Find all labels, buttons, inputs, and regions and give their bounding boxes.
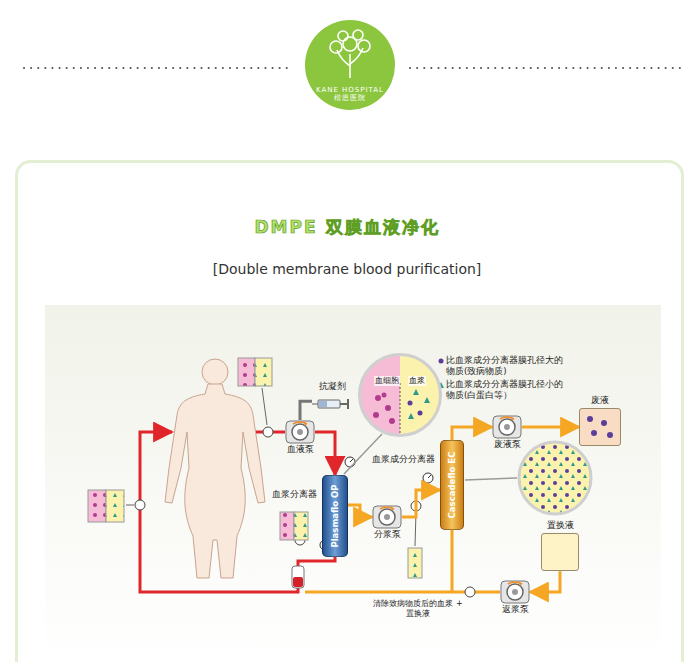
flow-line [300,401,312,420]
pump-label: 分浆泵 [374,529,401,540]
note-label: [Double membrane blood purification] [0,260,694,278]
logo-node: KANE HOSPITAL楷恩医院 [305,20,395,110]
magnified-label: 血浆 [408,376,426,386]
bag-node: 废液 [579,395,621,446]
filter-name: Plasmaflo OP [330,484,341,547]
bag-node: 置换液 [541,520,579,571]
magnified-label: 血细胞 [374,376,400,386]
logo-text: 楷恩医院 [334,94,366,102]
filter-name: Cascadeflo EC [447,452,458,519]
note-label: 比血浆成分分离器膜孔径大的物质(致病物质) [446,355,564,376]
fluid-bag [541,533,579,571]
flow-line [452,427,492,440]
filter-node: Cascadeflo EC血浆成分分离器 [440,440,464,530]
pump-label: 废液泵 [494,439,521,450]
bag-label: 置换液 [547,520,574,531]
filter-node: Plasmaflo OP血浆分离器 [322,475,348,557]
pump-symbol [285,420,315,444]
pump-symbol [492,415,522,439]
flow-line [522,426,579,429]
filter-column: Plasmaflo OP [322,475,348,557]
bag-label: 废液 [591,395,609,406]
filter-label: 血浆分离器 [272,489,317,500]
syringe-node: 抗凝剂 [312,381,352,407]
logo-text: KANE HOSPITAL [316,86,384,94]
page-title: DMPE 双膜血液净化 [0,216,694,239]
pump-symbol [500,580,530,604]
pump-node: 废液泵 [492,415,522,450]
note-label: 比血浆成分分离器膜孔径小的物质(白蛋白等） [446,379,564,400]
fluid-bag [579,408,621,446]
pump-label: 返浆泵 [502,604,529,615]
syringe-symbol [312,395,352,407]
pump-node: 血液泵 [285,420,315,455]
note-label: 清除致病物质后的血浆 + 置换液 [372,599,464,620]
pump-label: 血液泵 [287,444,314,455]
pump-node: 返浆泵 [500,580,530,615]
flow-line [315,432,335,475]
pump-node: 分浆泵 [372,505,402,540]
flow-line [402,490,440,517]
filter-label: 血浆成分分离器 [372,454,435,465]
syringe-label: 抗凝剂 [319,381,346,392]
flow-line [348,505,372,517]
mag-node: 血细胞血浆 [358,353,442,437]
filter-column: Cascadeflo EC [440,440,464,530]
pump-symbol [372,505,402,529]
flow-line [530,571,560,592]
